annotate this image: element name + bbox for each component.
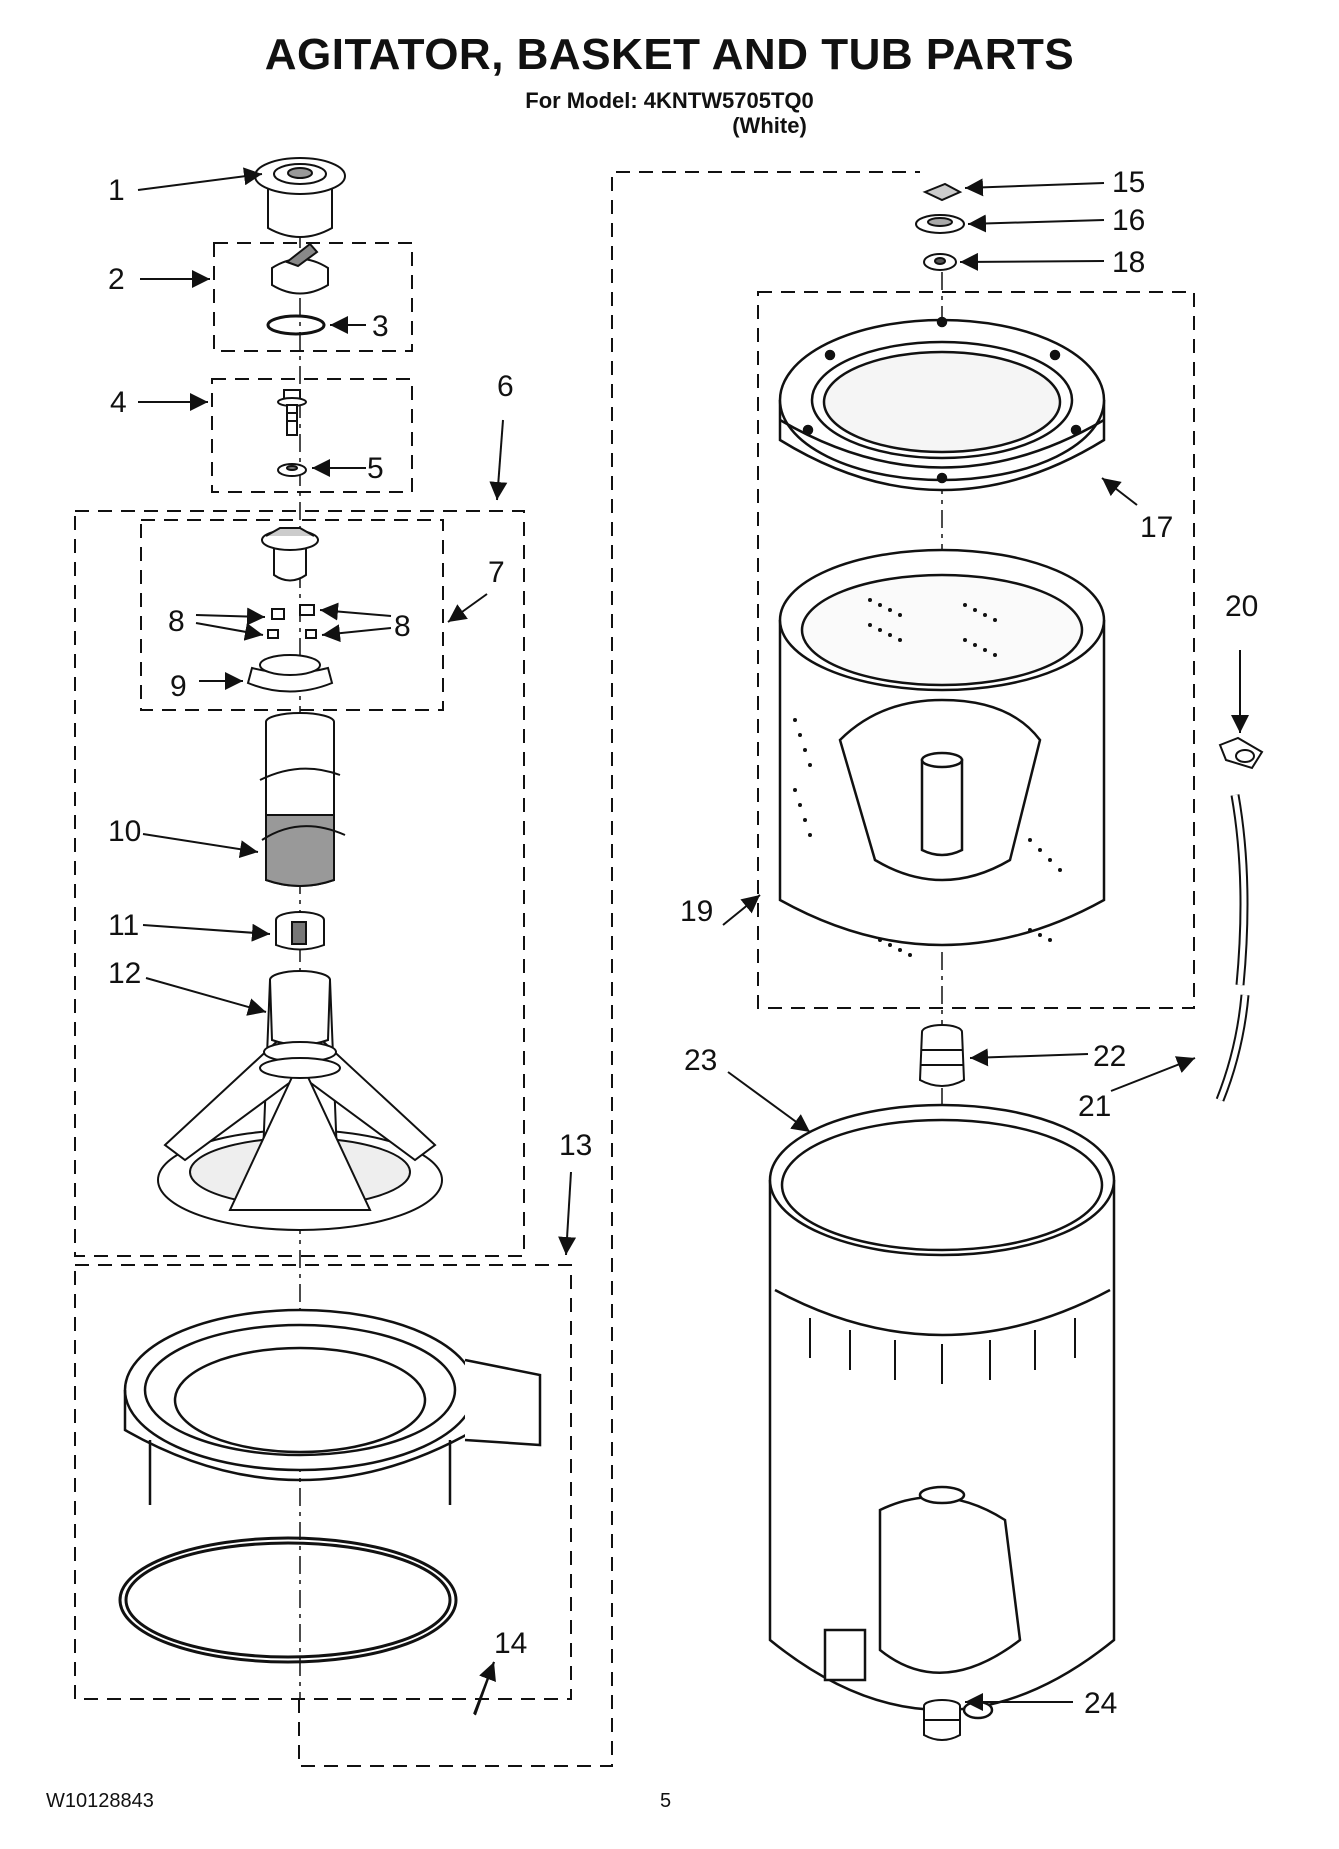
callout-23: 23 xyxy=(684,1044,717,1077)
part-drain-fitting xyxy=(923,1699,961,1741)
page-number: 5 xyxy=(660,1790,672,1812)
part-spanner-nut xyxy=(915,214,965,234)
part-bolt xyxy=(277,389,307,436)
part-agitator-cap xyxy=(254,157,346,238)
callout-12: 12 xyxy=(108,957,141,990)
callout-7: 7 xyxy=(488,556,505,589)
part-hose xyxy=(1215,794,1250,1102)
outer-tub-tabs xyxy=(809,1318,1076,1384)
callout-19: 19 xyxy=(680,895,713,928)
callout-10: 10 xyxy=(108,815,141,848)
part-agitator-base xyxy=(157,970,443,1231)
group-box-13 xyxy=(74,1264,572,1700)
part-auger xyxy=(259,712,346,887)
callout-18: 18 xyxy=(1112,246,1145,279)
part-basket xyxy=(778,548,1106,947)
assembly-connector-line xyxy=(298,171,920,1767)
page-title: AGITATOR, BASKET AND TUB PARTS xyxy=(264,30,1075,79)
callout-16: 16 xyxy=(1112,204,1145,237)
callout-22: 22 xyxy=(1093,1040,1126,1073)
callout-6: 6 xyxy=(497,370,514,403)
part-dog-ramp xyxy=(246,654,334,693)
part-tub-seal xyxy=(918,1024,966,1087)
callout-9: 9 xyxy=(170,670,187,703)
part-hub-nut xyxy=(923,253,957,271)
part-tub-ring xyxy=(123,1308,542,1505)
callout-14: 14 xyxy=(494,1627,527,1660)
callout-8-left: 8 xyxy=(168,605,185,638)
part-outer-tub xyxy=(768,1103,1116,1720)
group-box-2 xyxy=(213,242,413,352)
callout-1: 1 xyxy=(108,174,125,207)
part-bearing xyxy=(275,911,325,951)
part-cam-assembly xyxy=(261,527,319,582)
callout-24: 24 xyxy=(1084,1687,1117,1720)
part-dogs xyxy=(267,604,317,639)
group-box-19 xyxy=(757,291,1195,1009)
basket-perforations xyxy=(793,598,1062,957)
leader-arrows xyxy=(137,167,1249,1716)
callout-15: 15 xyxy=(1112,166,1145,199)
callout-20: 20 xyxy=(1225,590,1258,623)
part-hose-clamp xyxy=(1218,736,1264,770)
part-tub-ring-gasket xyxy=(118,1536,458,1664)
model-line: For Model: 4KNTW5705TQ0 xyxy=(525,88,814,113)
callout-5: 5 xyxy=(367,452,384,485)
part-cap-insert xyxy=(271,242,329,295)
group-boxes xyxy=(74,171,1195,1767)
callout-4: 4 xyxy=(110,386,127,419)
group-box-4 xyxy=(211,378,413,493)
group-box-7 xyxy=(140,519,444,711)
callout-2: 2 xyxy=(108,263,125,296)
part-washer xyxy=(277,463,307,477)
document-number: W10128843 xyxy=(46,1790,154,1812)
callout-8-right: 8 xyxy=(394,610,411,643)
part-o-ring xyxy=(266,314,326,336)
callout-13: 13 xyxy=(559,1129,592,1162)
part-balance-ring xyxy=(778,316,1106,492)
callout-17: 17 xyxy=(1140,511,1173,544)
model-variant: (White) xyxy=(732,113,807,138)
callout-3: 3 xyxy=(372,310,389,343)
callout-21: 21 xyxy=(1078,1090,1111,1123)
callout-11: 11 xyxy=(108,909,139,942)
callout-labels: 1 2 3 4 5 6 7 8 8 9 10 11 12 13 14 15 16… xyxy=(108,166,1258,1720)
part-retaining-clip xyxy=(922,182,963,202)
